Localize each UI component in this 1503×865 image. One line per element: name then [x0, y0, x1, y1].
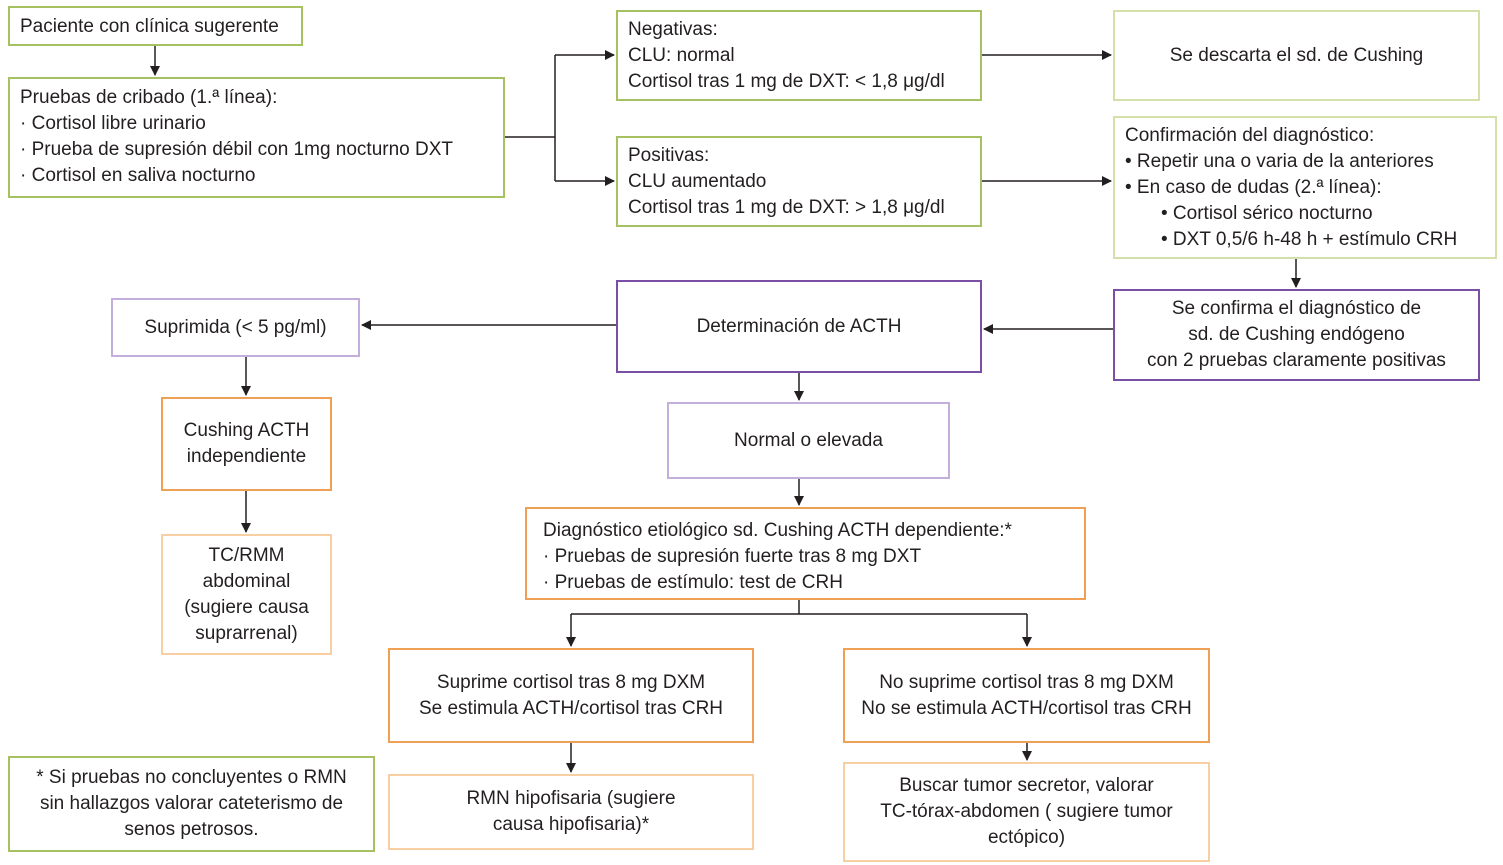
node-tc-abdominal-line-2: abdominal: [202, 570, 291, 592]
node-confirmed-line-2: sd. de Cushing endógeno: [1188, 324, 1405, 345]
node-suppresses-line-2: Se estimula ACTH/cortisol tras CRH: [418, 697, 724, 719]
node-confirmed: Se confirma el diagnóstico de sd. de Cus…: [1113, 289, 1480, 381]
node-screening: Pruebas de cribado (1.ª línea): · Cortis…: [8, 77, 505, 198]
node-confirmation: Confirmación del diagnóstico: • Repetir …: [1113, 116, 1497, 259]
node-tc-abdominal-line-4: suprarrenal): [195, 622, 298, 644]
footnote-line-3: senos petrosos.: [124, 819, 259, 840]
node-start: Paciente con clínica sugerente: [8, 6, 303, 46]
node-positive-line-2: CLU aumentado: [628, 171, 767, 192]
node-discarded: Se descarta el sd. de Cushing: [1113, 10, 1480, 101]
node-not-suppresses-line-1: No suprime cortisol tras 8 mg DXM: [879, 671, 1174, 693]
node-positive-line-3: Cortisol tras 1 mg de DXT: > 1,8 μg/dl: [628, 197, 945, 218]
node-etiologic-line-2: · Pruebas de supresión fuerte tras 8 mg …: [543, 546, 922, 567]
node-confirmation-line-2: • Repetir una o varia de la anteriores: [1125, 151, 1434, 172]
node-tumor-line-1: Buscar tumor secretor, valorar: [899, 775, 1154, 796]
node-confirmation-line-3: • En caso de dudas (2.ª línea):: [1125, 177, 1382, 198]
node-screening-line-1: Pruebas de cribado (1.ª línea):: [20, 87, 278, 108]
node-suppresses: Suprime cortisol tras 8 mg DXM Se estimu…: [388, 648, 754, 743]
footnote-line-1: * Si pruebas no concluyentes o RMN: [36, 767, 347, 788]
node-negative-line-1: Negativas:: [628, 19, 718, 40]
footnote-line-2: sin hallazgos valorar cateterismo de: [39, 793, 344, 814]
node-rmn-line-1: RMN hipofisaria (sugiere: [466, 788, 676, 809]
node-acth: Determinación de ACTH: [616, 280, 982, 373]
node-start-line-1: Paciente con clínica sugerente: [20, 16, 279, 37]
node-suppressed-line-1: Suprimida (< 5 pg/ml): [144, 316, 327, 338]
node-independent: Cushing ACTH independiente: [161, 397, 332, 491]
node-confirmed-line-3: con 2 pruebas claramente positivas: [1147, 350, 1446, 371]
node-confirmation-line-5: • DXT 0,5/6 h-48 h + estímulo CRH: [1161, 229, 1458, 250]
node-acth-line-1: Determinación de ACTH: [696, 315, 902, 337]
node-rmn-line-2: causa hipofisaria)*: [492, 814, 650, 835]
node-etiologic-line-1: Diagnóstico etiológico sd. Cushing ACTH …: [543, 520, 1012, 541]
node-normal-high-line-1: Normal o elevada: [734, 429, 883, 451]
node-tumor-line-2: TC-tórax-abdomen ( sugiere tumor: [880, 801, 1173, 822]
node-positive: Positivas: CLU aumentado Cortisol tras 1…: [616, 136, 982, 227]
node-negative: Negativas: CLU: normal Cortisol tras 1 m…: [616, 10, 982, 101]
node-independent-line-2: independiente: [186, 446, 307, 467]
node-tumor: Buscar tumor secretor, valorar TC-tórax-…: [843, 762, 1210, 862]
node-not-suppresses-line-2: No se estimula ACTH/cortisol tras CRH: [861, 697, 1192, 719]
node-confirmed-line-1: Se confirma el diagnóstico de: [1171, 298, 1422, 319]
node-negative-line-3: Cortisol tras 1 mg de DXT: < 1,8 μg/dl: [628, 71, 945, 92]
node-independent-line-1: Cushing ACTH: [183, 420, 310, 441]
node-discarded-line-1: Se descarta el sd. de Cushing: [1169, 44, 1424, 66]
node-etiologic: Diagnóstico etiológico sd. Cushing ACTH …: [525, 507, 1086, 600]
node-tumor-line-3: ectópico): [987, 827, 1066, 848]
node-suppressed: Suprimida (< 5 pg/ml): [111, 298, 360, 357]
footnote-box: * Si pruebas no concluyentes o RMN sin h…: [8, 756, 375, 852]
node-screening-line-4: · Cortisol en saliva nocturno: [20, 165, 256, 186]
node-positive-line-1: Positivas:: [628, 145, 710, 166]
node-tc-abdominal-line-3: (sugiere causa: [184, 596, 309, 618]
node-rmn: RMN hipofisaria (sugiere causa hipofisar…: [388, 774, 754, 850]
node-tc-abdominal: TC/RMM abdominal (sugiere causa suprarre…: [161, 534, 332, 655]
node-screening-line-3: · Prueba de supresión débil con 1mg noct…: [20, 139, 454, 160]
node-normal-high: Normal o elevada: [667, 402, 950, 479]
node-not-suppresses: No suprime cortisol tras 8 mg DXM No se …: [843, 648, 1210, 743]
node-screening-line-2: · Cortisol libre urinario: [20, 113, 206, 134]
node-negative-line-2: CLU: normal: [628, 45, 735, 66]
node-etiologic-line-3: · Pruebas de estímulo: test de CRH: [543, 572, 843, 593]
node-tc-abdominal-line-1: TC/RMM: [208, 544, 285, 566]
node-confirmation-line-1: Confirmación del diagnóstico:: [1125, 125, 1375, 146]
node-suppresses-line-1: Suprime cortisol tras 8 mg DXM: [436, 671, 706, 693]
node-confirmation-line-4: • Cortisol sérico nocturno: [1161, 203, 1373, 224]
